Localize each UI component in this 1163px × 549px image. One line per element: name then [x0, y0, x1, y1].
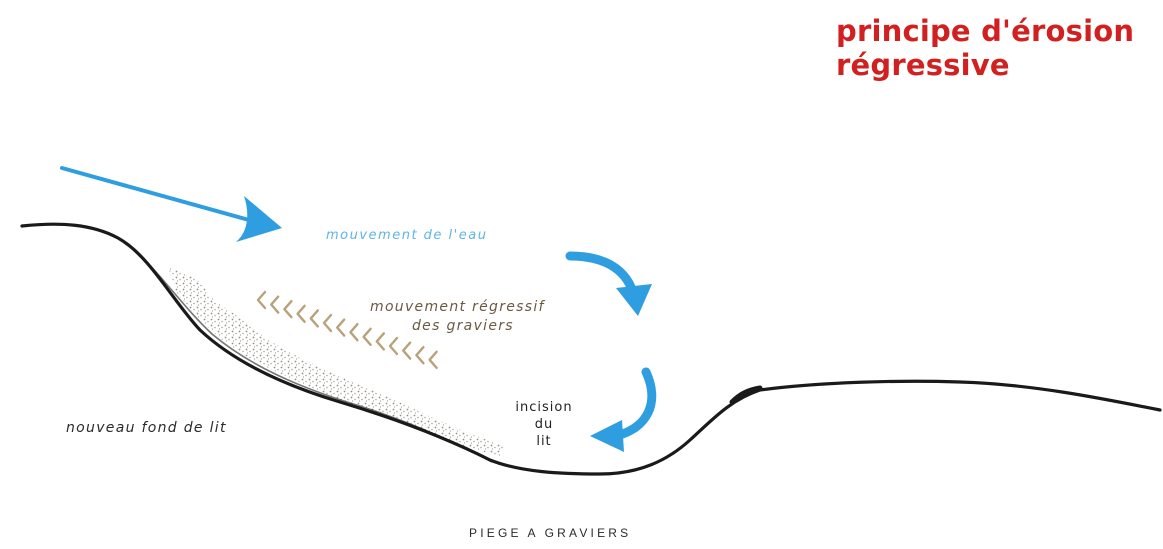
incision-label: incision du lit	[500, 399, 588, 450]
diagram-title: principe d'érosion régressive	[836, 14, 1134, 82]
gravel-trap-caption: PIEGE A GRAVIERS	[469, 526, 631, 540]
gravel-chevron	[271, 297, 278, 313]
gravel-chevron	[390, 338, 397, 354]
water-curve-arrow-upper	[570, 256, 652, 316]
water-movement-label: mouvement de l'eau	[326, 228, 487, 243]
title-line-1: principe d'érosion	[836, 14, 1134, 48]
gravel-chevron	[416, 347, 423, 363]
gravel-chevron	[403, 343, 410, 359]
gravel-chevron	[337, 320, 344, 336]
gravel-movement-label-1: mouvement régressif	[370, 298, 545, 317]
gravel-chevron	[258, 292, 265, 308]
title-line-2: régressive	[836, 48, 1134, 82]
gravel-chevron	[430, 352, 437, 368]
gravel-chevron	[364, 329, 371, 345]
incision-line-3: lit	[500, 433, 588, 450]
new-bed-label: nouveau fond de lit	[66, 420, 227, 436]
water-flow-arrow	[62, 168, 282, 242]
gravel-chevron	[298, 306, 305, 322]
gravel-chevron	[311, 310, 318, 326]
gravel-movement-label-2: des graviers	[412, 317, 514, 336]
gravel-chevron	[284, 301, 291, 317]
water-curve-arrow-lower	[590, 372, 652, 452]
incision-line-2: du	[500, 416, 588, 433]
gravel-chevron	[377, 333, 384, 349]
gravel-chevron	[350, 324, 357, 340]
incision-line-1: incision	[500, 399, 588, 416]
gravel-chevron	[324, 315, 331, 331]
